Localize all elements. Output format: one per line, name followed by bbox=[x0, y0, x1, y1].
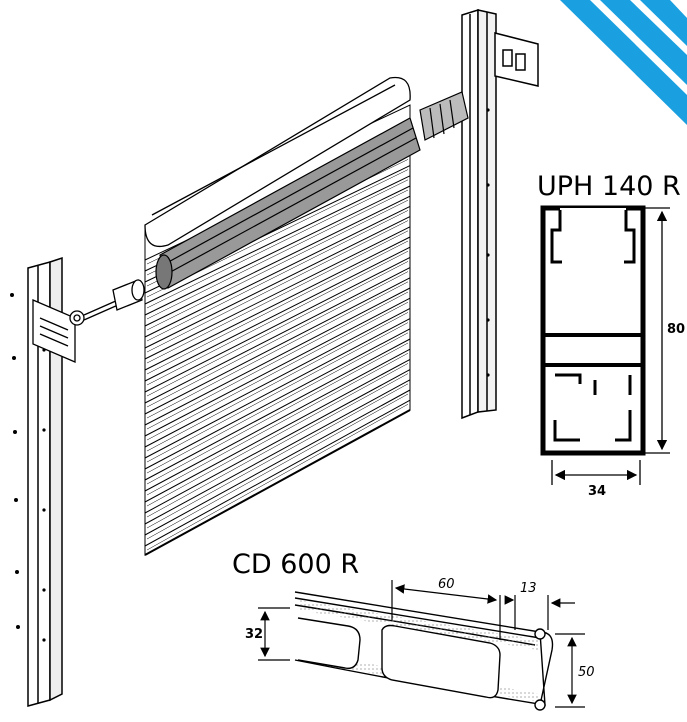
slat-line bbox=[144, 236, 411, 371]
slat-line bbox=[144, 246, 411, 382]
slat-line bbox=[146, 342, 409, 485]
right-bracket bbox=[494, 32, 539, 87]
cd-pitch-label: 60 bbox=[438, 577, 455, 592]
slat-line bbox=[146, 332, 409, 474]
slat-line bbox=[144, 226, 411, 360]
slat-line bbox=[144, 216, 411, 349]
uph-dimensions bbox=[551, 207, 670, 485]
slat-line bbox=[144, 399, 411, 547]
slat-line bbox=[144, 185, 411, 316]
slat-line bbox=[146, 322, 409, 463]
slat-line bbox=[144, 277, 411, 415]
roll-shaft bbox=[155, 91, 469, 290]
slat-line bbox=[144, 389, 411, 536]
slat-line bbox=[146, 240, 409, 375]
slat-line bbox=[146, 403, 409, 551]
slat-line bbox=[144, 307, 411, 448]
slat-line bbox=[146, 291, 409, 430]
cd-height-label: 32 bbox=[245, 627, 263, 642]
slat-line bbox=[146, 220, 409, 353]
slat-line bbox=[146, 373, 409, 518]
corner-stripe-logo bbox=[560, 0, 687, 125]
slat-line bbox=[146, 393, 409, 540]
slat-line bbox=[144, 338, 411, 481]
slat-line bbox=[146, 271, 409, 408]
slat-line bbox=[146, 199, 409, 331]
slat-line bbox=[146, 363, 409, 507]
slat-line bbox=[144, 175, 411, 305]
slat-line bbox=[144, 369, 411, 514]
slat-line bbox=[144, 205, 411, 338]
uph-title: UPH 140 R bbox=[537, 171, 681, 202]
slat-line bbox=[144, 195, 411, 327]
slat-line bbox=[146, 352, 409, 496]
slat-line bbox=[144, 348, 411, 492]
left-bracket bbox=[32, 279, 145, 363]
slat-line bbox=[144, 287, 411, 426]
slat-line bbox=[146, 250, 409, 386]
slat-line bbox=[146, 383, 409, 529]
cd-title: CD 600 R bbox=[232, 549, 359, 580]
slat-line bbox=[144, 379, 411, 525]
cd-total-height-label: 50 bbox=[578, 665, 595, 680]
slat-line bbox=[144, 297, 411, 437]
slat-line bbox=[146, 210, 409, 342]
uph-height-label: 80 bbox=[667, 322, 685, 337]
slat-line bbox=[144, 318, 411, 459]
left-guide-rail bbox=[10, 256, 63, 707]
slat-line bbox=[144, 267, 411, 404]
cd-profile-drawing bbox=[294, 591, 554, 711]
slat-line bbox=[146, 230, 409, 364]
slat-line bbox=[146, 281, 409, 419]
slat-line bbox=[146, 179, 409, 309]
slat-line bbox=[144, 358, 411, 503]
slat-line bbox=[146, 301, 409, 441]
slat-line bbox=[146, 312, 409, 452]
uph-profile-drawing bbox=[540, 205, 646, 456]
right-guide-rail bbox=[461, 8, 497, 420]
cd-dimensions bbox=[258, 580, 585, 708]
uph-width-label: 34 bbox=[588, 484, 606, 499]
cd-gap-label: 13 bbox=[520, 581, 537, 596]
slat-line bbox=[144, 256, 411, 393]
slat-line bbox=[144, 328, 411, 470]
slat-line bbox=[146, 189, 409, 320]
roll-housing bbox=[144, 76, 411, 248]
slat-line bbox=[146, 261, 409, 397]
